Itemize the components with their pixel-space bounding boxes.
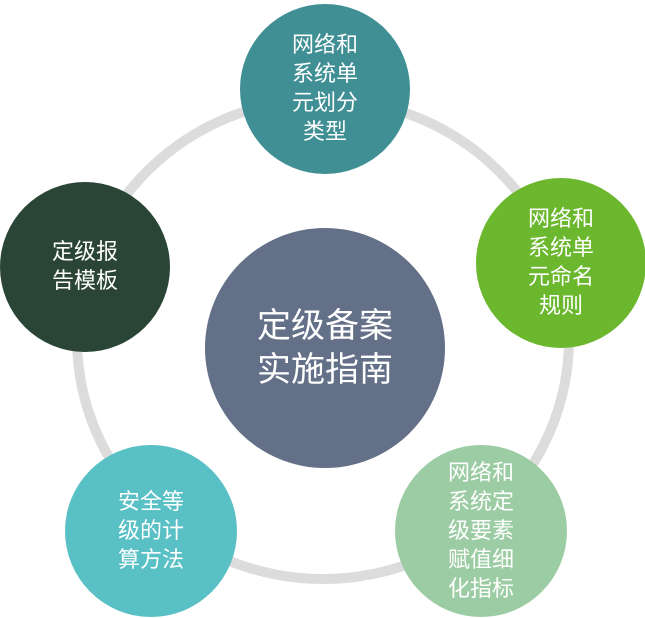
node-grading-indicators: 网络和 系统定 级要素 赋值细 化指标 — [395, 445, 567, 617]
center-node-label: 定级备案 实施指南 — [257, 306, 393, 390]
node-calculation-method-label: 安全等 级的计 算方法 — [117, 489, 184, 573]
node-division-types-label: 网络和 系统单 元划分 类型 — [291, 33, 358, 145]
center-node: 定级备案 实施指南 — [205, 228, 445, 468]
node-report-template-label: 定级报 告模板 — [51, 240, 118, 294]
node-division-types: 网络和 系统单 元划分 类型 — [240, 4, 410, 174]
node-calculation-method: 安全等 级的计 算方法 — [65, 445, 237, 617]
node-grading-indicators-label: 网络和 系统定 级要素 赋值细 化指标 — [447, 460, 514, 602]
node-naming-rules: 网络和 系统单 元命名 规则 — [476, 178, 645, 348]
node-naming-rules-label: 网络和 系统单 元命名 规则 — [527, 207, 594, 319]
node-report-template: 定级报 告模板 — [0, 182, 170, 352]
